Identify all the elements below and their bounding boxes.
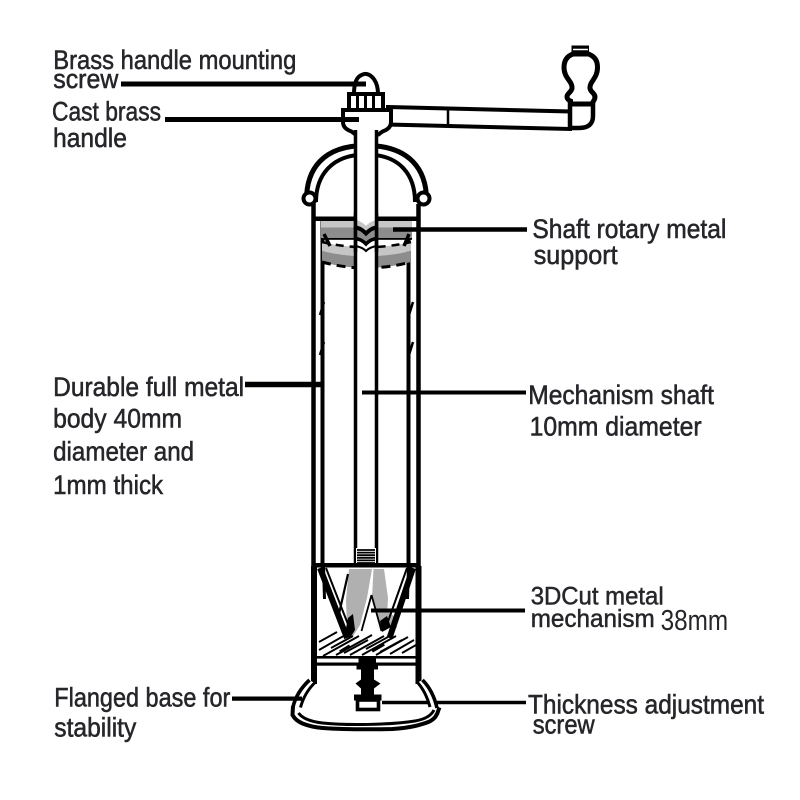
svg-text:Mechanism shaft: Mechanism shaft [528, 380, 714, 410]
svg-text:body 40mm: body 40mm [53, 404, 182, 434]
svg-text:screw: screw [53, 64, 118, 94]
svg-text:Shaft rotary metal: Shaft rotary metal [532, 214, 726, 244]
svg-text:Brass handle mounting: Brass handle mounting [53, 45, 296, 75]
svg-text:3DCut metal: 3DCut metal [531, 583, 664, 611]
svg-text:stability: stability [54, 712, 136, 742]
svg-text:Cast brass: Cast brass [52, 96, 161, 126]
svg-text:Durable full metal: Durable full metal [53, 372, 244, 402]
svg-text:mechanism: mechanism [531, 605, 655, 633]
svg-text:Thickness adjustment: Thickness adjustment [528, 690, 764, 720]
svg-text:10mm diameter: 10mm diameter [530, 412, 702, 442]
svg-text:38mm: 38mm [661, 605, 729, 637]
svg-text:support: support [534, 240, 618, 270]
svg-text:screw: screw [533, 710, 595, 740]
svg-text:handle: handle [53, 123, 127, 153]
svg-text:1mm thick: 1mm thick [53, 470, 163, 500]
svg-text:diameter and: diameter and [53, 436, 194, 466]
svg-text:Flanged base for: Flanged base for [54, 683, 230, 713]
